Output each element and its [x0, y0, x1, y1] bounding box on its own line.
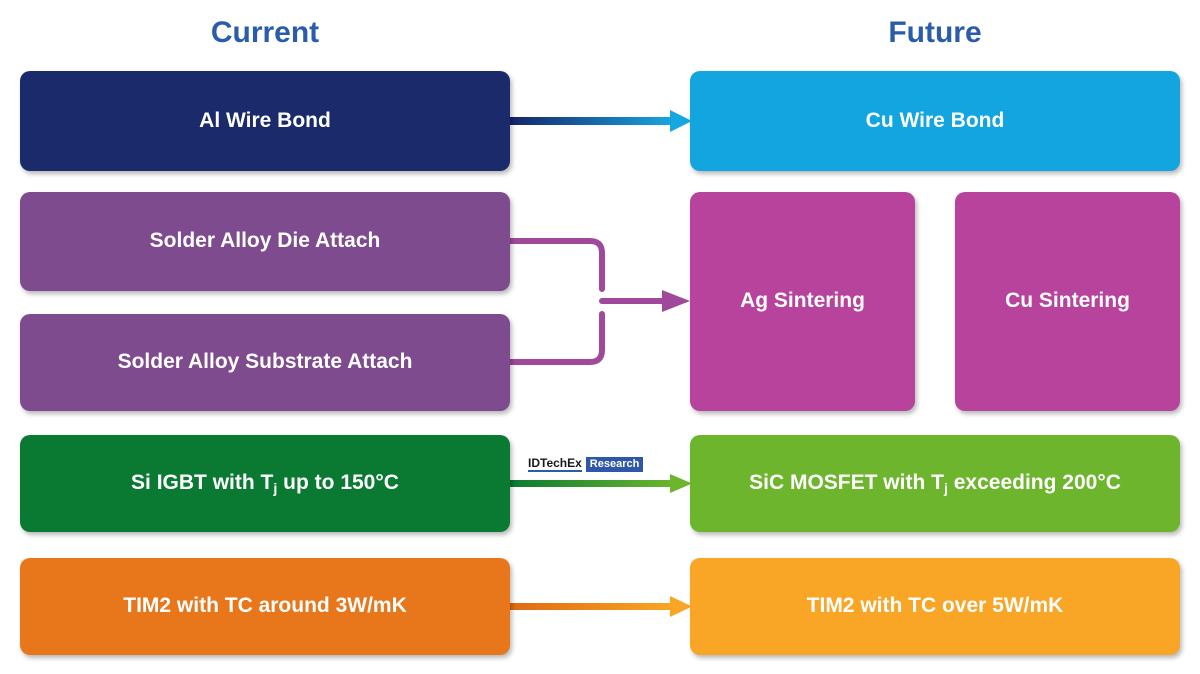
connector-wire-bond	[510, 110, 692, 132]
node-cu-wire-bond-label: Cu Wire Bond	[865, 108, 1005, 132]
node-sic-mosfet-text-post: exceeding 200°C	[947, 471, 1121, 495]
column-title-current: Current	[210, 16, 320, 49]
node-ag-sintering-label: Ag Sintering	[740, 289, 865, 313]
node-tim2-future[interactable]: TIM2 with TC over 5W/mK	[690, 558, 1180, 655]
node-tim2-current-label: TIM2 with TC around 3W/mK	[123, 594, 407, 618]
node-si-igbt[interactable]: Si IGBT with Tj up to 150°C	[20, 435, 510, 532]
node-sic-mosfet-label: SiC MOSFET with Tj exceeding 200°C	[749, 471, 1121, 498]
connector-tim	[510, 596, 692, 617]
idtechex-logo: IDTechEx Research	[528, 456, 644, 472]
node-tim2-current[interactable]: TIM2 with TC around 3W/mK	[20, 558, 510, 655]
connector-die-attach-arrowhead	[662, 290, 690, 312]
node-si-igbt-subscript: j	[273, 481, 278, 498]
node-sic-mosfet[interactable]: SiC MOSFET with Tj exceeding 200°C	[690, 435, 1180, 532]
node-solder-alloy-die-attach[interactable]: Solder Alloy Die Attach	[20, 192, 510, 291]
node-al-wire-bond[interactable]: Al Wire Bond	[20, 71, 510, 171]
node-sic-mosfet-subscript: j	[943, 481, 948, 498]
node-tim2-future-label: TIM2 with TC over 5W/mK	[806, 594, 1064, 618]
node-cu-wire-bond[interactable]: Cu Wire Bond	[690, 71, 1180, 171]
node-si-igbt-label: Si IGBT with Tj up to 150°C	[131, 471, 399, 498]
node-solder-alloy-die-attach-label: Solder Alloy Die Attach	[149, 229, 381, 253]
node-cu-sintering-label: Cu Sintering	[1005, 289, 1130, 313]
idtechex-research-badge: Research	[585, 456, 644, 472]
node-cu-sintering[interactable]: Cu Sintering	[955, 192, 1180, 411]
node-sic-mosfet-text-pre: SiC MOSFET with T	[749, 471, 944, 495]
connector-switch	[510, 474, 692, 493]
idtechex-wordmark: IDTechEx	[528, 456, 582, 472]
connector-die-attach	[507, 238, 671, 365]
node-si-igbt-text-pre: Si IGBT with T	[131, 471, 274, 495]
node-al-wire-bond-label: Al Wire Bond	[199, 108, 331, 132]
column-title-future: Future	[888, 16, 982, 49]
node-si-igbt-text-post: up to 150°C	[277, 471, 399, 495]
node-ag-sintering[interactable]: Ag Sintering	[690, 192, 915, 411]
node-solder-alloy-substrate-attach[interactable]: Solder Alloy Substrate Attach	[20, 314, 510, 411]
node-solder-alloy-substrate-attach-label: Solder Alloy Substrate Attach	[117, 350, 413, 374]
